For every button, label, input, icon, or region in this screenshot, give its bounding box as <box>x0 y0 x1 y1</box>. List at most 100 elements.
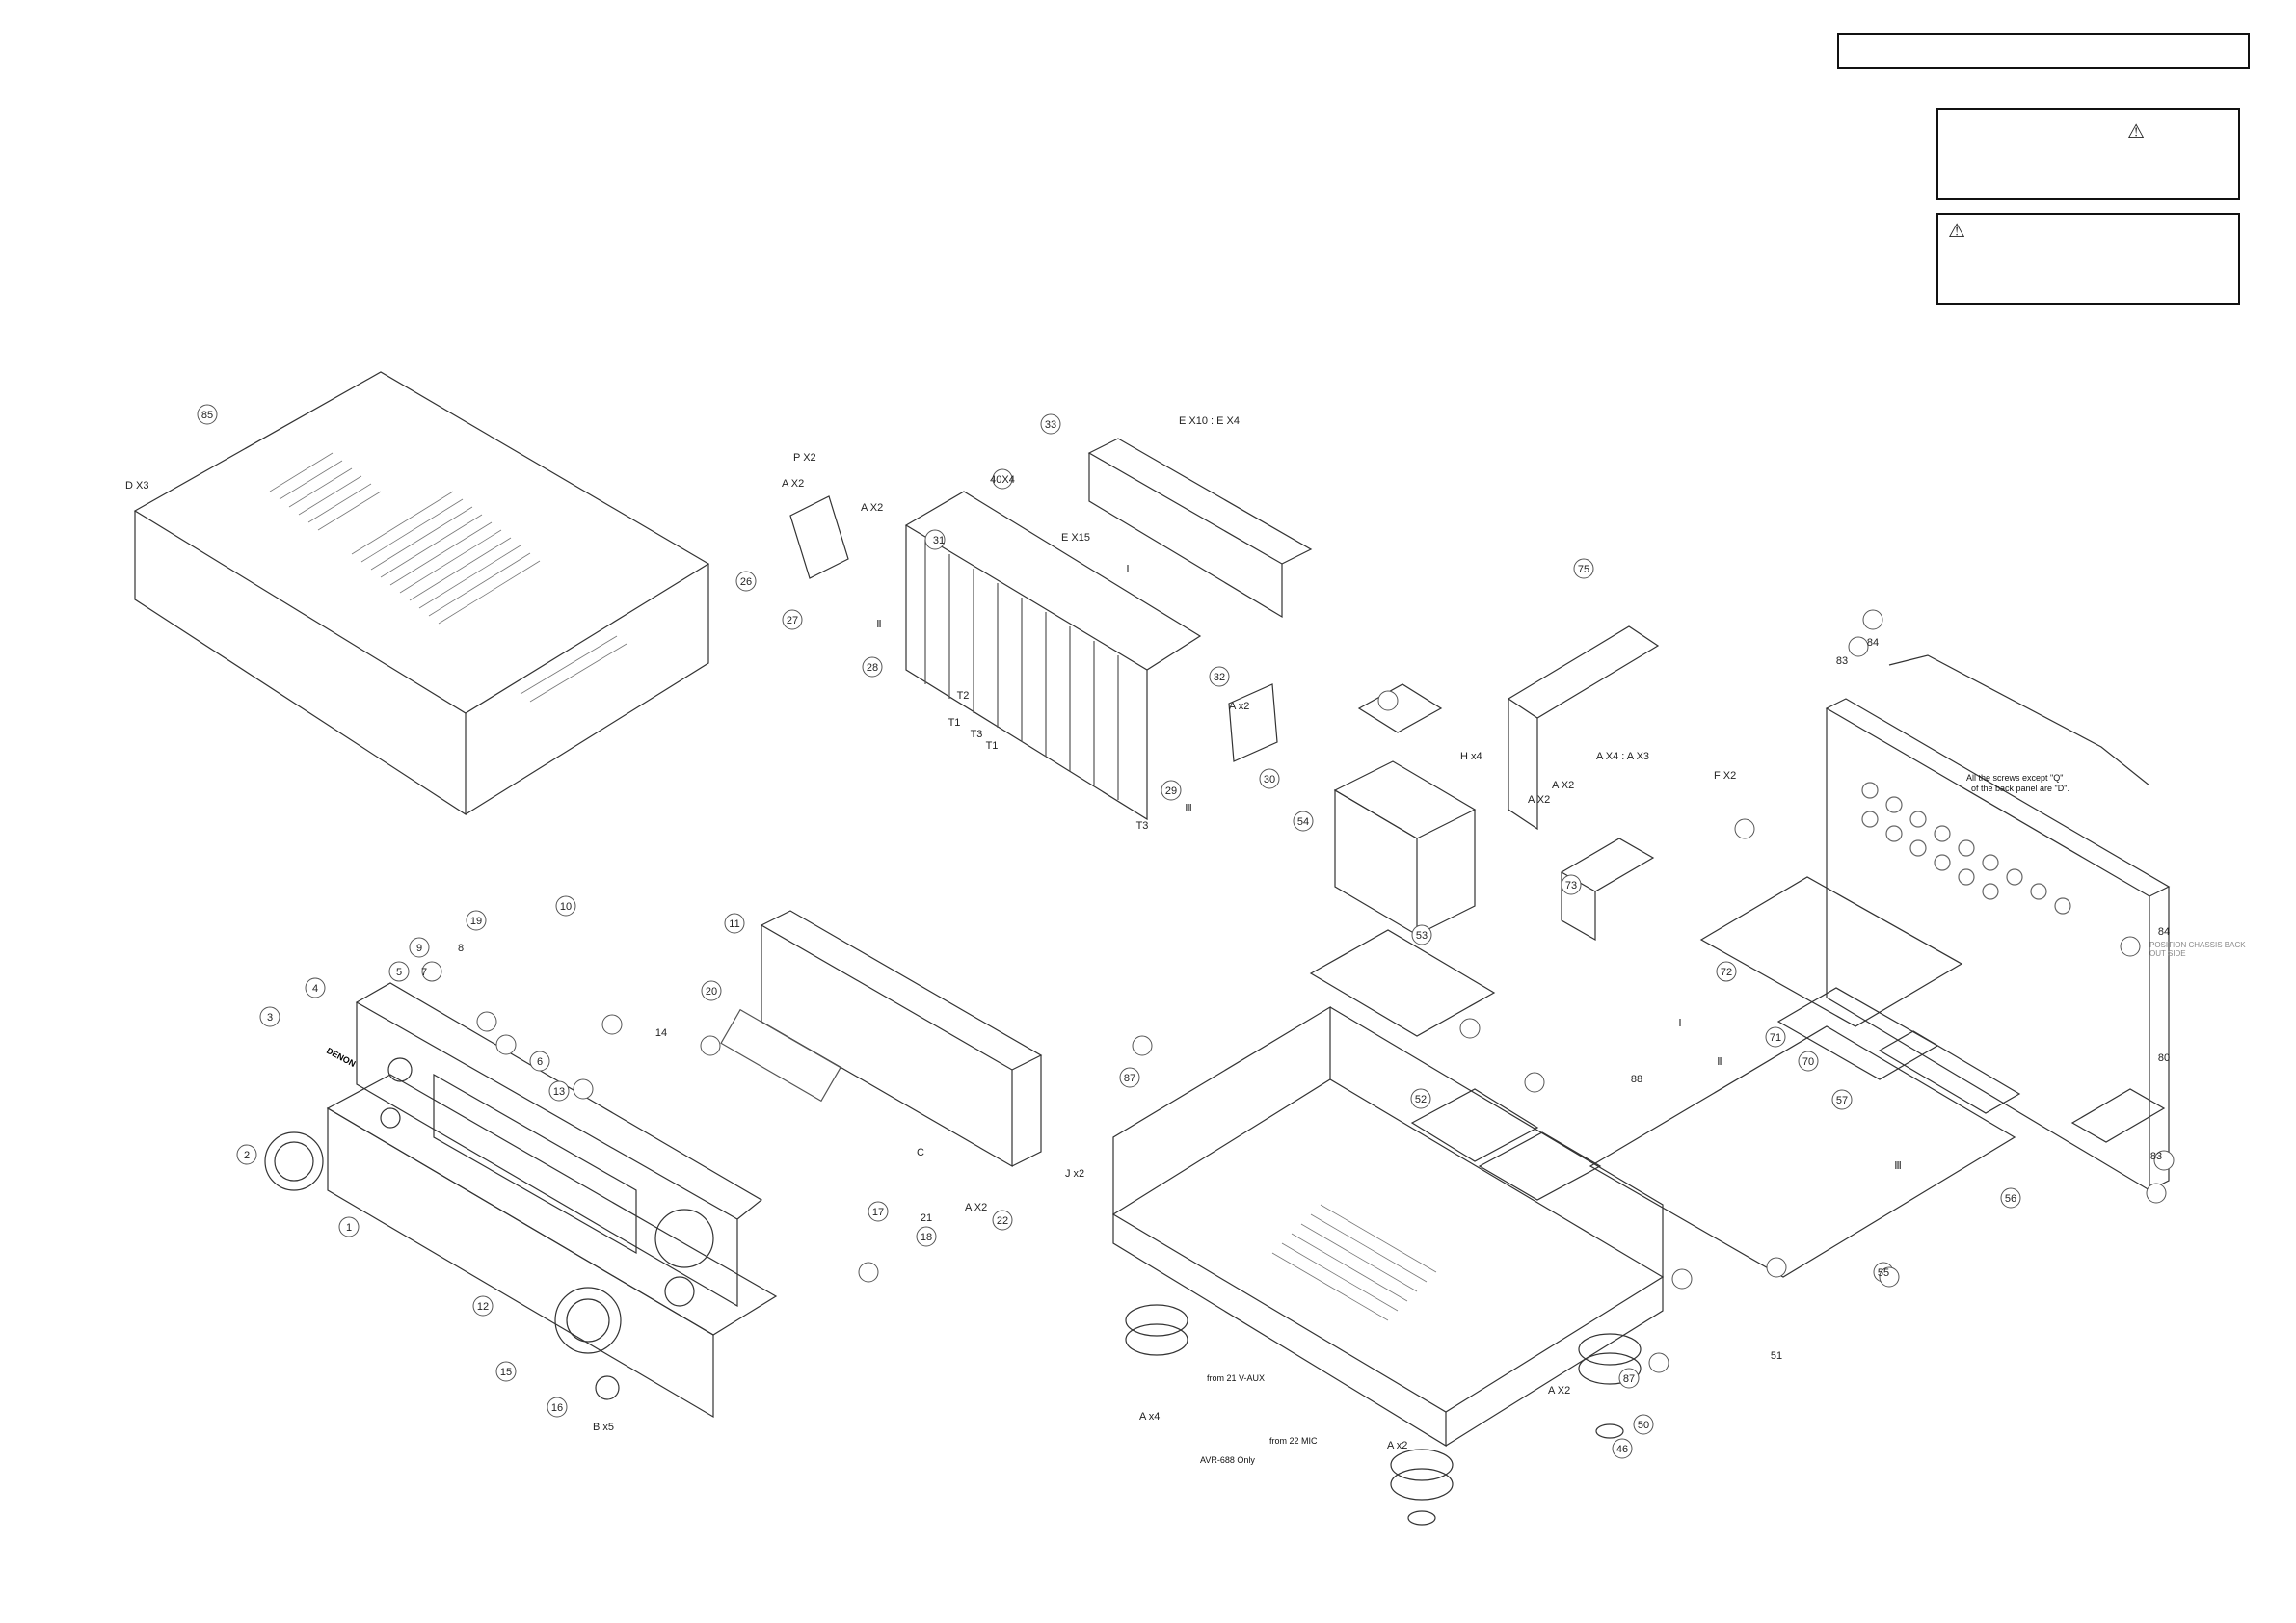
callout-72: 83 <box>1836 655 1848 667</box>
callout-40: 46 <box>1616 1444 1628 1455</box>
top-cover <box>133 371 710 816</box>
callout-53: 70 <box>1802 1056 1814 1068</box>
callout-27: 27 <box>787 615 798 626</box>
callout-21: 21 <box>921 1212 932 1224</box>
power-cord <box>1888 654 2150 786</box>
front-pcb <box>720 910 1043 1168</box>
screw-note-top-left: D X3 <box>125 480 148 492</box>
callout-17: 17 <box>872 1207 884 1218</box>
callout-41: 50 <box>1638 1420 1649 1431</box>
screw-note-e10: E X10 : E X4 <box>1179 415 1240 427</box>
callout-2: 2 <box>244 1150 250 1161</box>
label-ref-3b: Ⅲ <box>1894 1160 1902 1172</box>
callout-51: 56 <box>2005 1193 2016 1205</box>
screw-note-p: P X2 <box>793 452 816 464</box>
callout-80: 85 <box>201 410 213 421</box>
callout-71: 83 <box>2150 1151 2162 1162</box>
callout-30: 30 <box>1264 774 1275 785</box>
callout-29: 29 <box>1165 785 1177 797</box>
front-panel-brand: DENON <box>325 1046 357 1069</box>
callout-6: 6 <box>537 1056 543 1068</box>
label-ref-1: Ⅰ <box>1126 564 1129 575</box>
screws-note-line2: of the back panel are "D". <box>1971 784 2069 793</box>
callout-22: 22 <box>997 1215 1008 1227</box>
callout-12: 12 <box>477 1301 489 1313</box>
callout-75: 84 <box>2158 926 2170 938</box>
feet <box>1125 1304 1642 1526</box>
screw-note-j: J x2 <box>1065 1168 1084 1180</box>
main-pcb <box>1589 876 2016 1278</box>
callout-19: 19 <box>470 916 482 927</box>
front-panel <box>264 982 778 1419</box>
screw-note-b: B x5 <box>593 1422 614 1433</box>
screw-note-ax2c: A X2 <box>965 1202 987 1213</box>
callout-16: 16 <box>551 1402 563 1414</box>
callout-8: 8 <box>458 943 464 954</box>
callout-73: 84 <box>1867 637 1879 649</box>
screw-note-c: C <box>917 1147 924 1158</box>
callout-52: 57 <box>1836 1095 1848 1106</box>
screw-note-e15: E X15 <box>1061 532 1090 544</box>
callout-18: 18 <box>921 1232 932 1243</box>
callout-5: 5 <box>396 967 402 978</box>
callout-3: 3 <box>267 1012 273 1024</box>
screw-note-ax2f: A X2 <box>1552 780 1574 791</box>
callout-57: 75 <box>1578 564 1589 575</box>
title-box <box>1837 33 2250 69</box>
heatsink-block <box>789 438 1313 821</box>
power-transformer <box>1309 683 1496 1037</box>
callout-4: 4 <box>312 983 318 995</box>
warning-triangle-icon: ⚠ <box>2127 120 2145 143</box>
callout-26: 26 <box>740 576 752 588</box>
callout-84: 88 <box>1631 1074 1642 1085</box>
position-note-line1: POSITION CHASSIS BACK <box>2149 941 2246 949</box>
model-note: AVR-688 Only <box>1200 1455 1255 1465</box>
callout-43: 52 <box>1415 1094 1427 1105</box>
callout-33: 33 <box>1045 419 1056 431</box>
callout-7: 7 <box>421 967 427 978</box>
label-t2: T2 <box>957 690 970 702</box>
label-ref-1b: Ⅰ <box>1678 1018 1681 1029</box>
screw-note-ax2e: A X2 <box>1548 1385 1570 1397</box>
screw-note-ax2d: A x2 <box>1387 1440 1407 1451</box>
callout-20: 20 <box>706 986 717 998</box>
screw-note-h: H x4 <box>1460 751 1482 762</box>
warning-triangle-icon: ⚠ <box>1948 219 1965 242</box>
callout-83-top: 87 <box>1124 1073 1135 1084</box>
callout-15: 15 <box>500 1367 512 1378</box>
callout-56: 73 <box>1565 880 1577 891</box>
callout-14: 14 <box>655 1027 667 1039</box>
screw-note-f: F X2 <box>1714 770 1736 782</box>
screw-note-ax2: A x2 <box>1229 701 1249 712</box>
input-pcb <box>1507 625 1660 942</box>
callout-70: 80 <box>2158 1052 2170 1064</box>
label-ref-2: Ⅱ <box>876 619 881 630</box>
callout-54: 71 <box>1770 1032 1781 1044</box>
mic-note: from 22 MIC <box>1269 1436 1318 1446</box>
callout-28: 28 <box>867 662 878 674</box>
callout-45: 53 <box>1416 930 1428 942</box>
label-t3: T3 <box>971 729 983 740</box>
vaux-note: from 21 V-AUX <box>1207 1373 1265 1383</box>
callout-42: 51 <box>1771 1350 1782 1362</box>
screws-note-line1: All the screws except "Q" <box>1966 773 2063 783</box>
callout-32: 32 <box>1214 672 1225 683</box>
label-t1b: T1 <box>986 740 999 752</box>
back-panel <box>1825 698 2171 1192</box>
callout-13: 13 <box>553 1086 565 1098</box>
label-ref-3: Ⅲ <box>1185 803 1192 814</box>
label-ref-2b: Ⅱ <box>1717 1056 1722 1068</box>
callout-83-bottom: 87 <box>1623 1373 1635 1385</box>
screw-note-a2: A X2 <box>861 502 883 514</box>
label-t3b: T3 <box>1136 820 1149 832</box>
label-t1: T1 <box>948 717 961 729</box>
callout-37: 40X4 <box>990 474 1015 486</box>
bottom-chassis <box>1111 1005 1665 1448</box>
callout-9: 9 <box>416 943 422 954</box>
callout-11: 11 <box>729 918 739 930</box>
screw-note-a1: A X2 <box>782 478 804 490</box>
callout-10: 10 <box>560 901 572 913</box>
callout-50: 55 <box>1878 1267 1889 1279</box>
callout-1: 1 <box>346 1222 352 1234</box>
